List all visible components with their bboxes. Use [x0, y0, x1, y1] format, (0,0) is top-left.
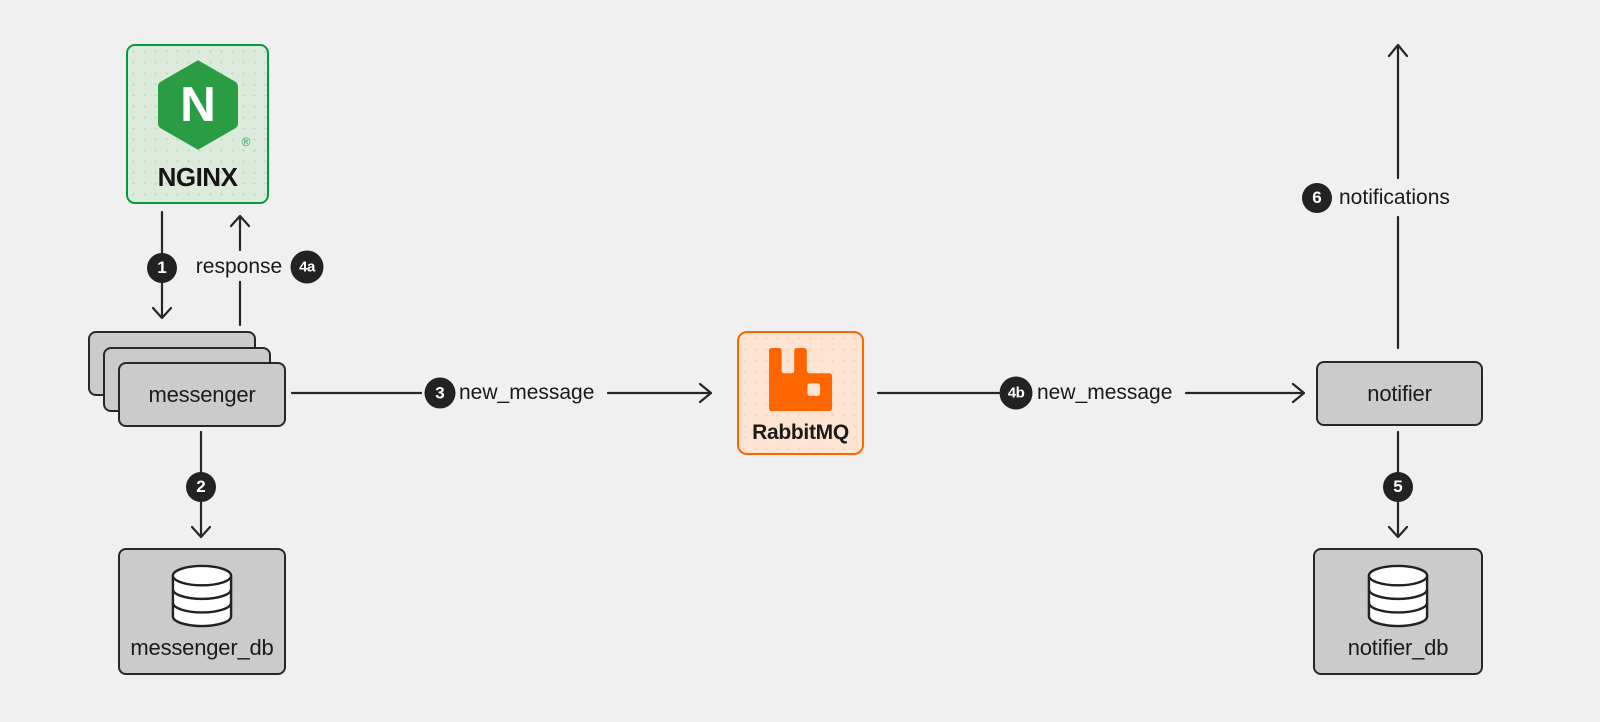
rabbitmq-node: RabbitMQ [737, 331, 864, 455]
messenger-db-node: messenger_db [118, 548, 286, 675]
notifier-node: notifier [1316, 361, 1483, 426]
step-badge-4b: 4b [999, 376, 1033, 410]
database-icon [1367, 564, 1429, 628]
step-badge-4a: 4a [290, 250, 324, 284]
notifier-label: notifier [1367, 380, 1432, 406]
nginx-node: N ® NGINX [126, 44, 269, 204]
edge-label-new-message-4b: new_message [1037, 381, 1173, 404]
edge-label-new-message-3: new_message [459, 381, 595, 404]
notifier-db-label: notifier_db [1347, 635, 1449, 660]
nginx-label: NGINX [157, 162, 238, 192]
step-badge-2: 2 [186, 472, 216, 502]
registered-trademark-symbol: ® [241, 135, 251, 149]
messenger-node: messenger [118, 362, 286, 427]
notifier-db-node: notifier_db [1313, 548, 1483, 675]
step-badge-5: 5 [1383, 472, 1413, 502]
rabbitmq-logo-icon [769, 348, 832, 411]
step-badge-3: 3 [424, 377, 456, 409]
database-icon [171, 564, 233, 628]
messenger-label: messenger [148, 381, 256, 407]
step-badge-6: 6 [1302, 183, 1332, 213]
nginx-logo-icon: N ® [157, 59, 251, 151]
svg-text:N: N [180, 77, 216, 132]
edge-label-response: response [195, 255, 283, 278]
rabbitmq-label: RabbitMQ [752, 421, 849, 444]
messenger-db-label: messenger_db [130, 635, 274, 660]
edge-label-notifications: notifications [1339, 186, 1450, 209]
step-badge-1: 1 [147, 253, 177, 283]
